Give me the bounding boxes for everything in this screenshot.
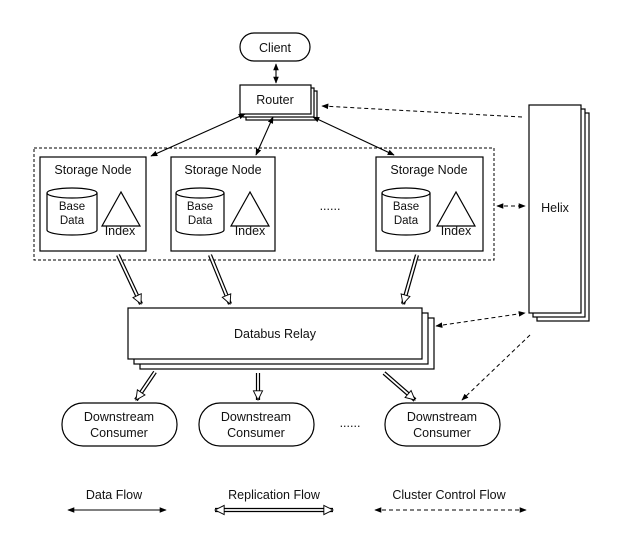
consumer-label-line1: Downstream bbox=[221, 410, 291, 424]
index-triangle bbox=[229, 190, 271, 227]
base-data-cylinder bbox=[175, 187, 225, 236]
downstream-consumer-2: Downstream Consumer bbox=[198, 402, 315, 447]
index-label: Index bbox=[105, 224, 136, 238]
base-data-label-line1: Base bbox=[59, 201, 85, 213]
base-data-label-line1: Base bbox=[393, 201, 419, 213]
storage-node-2: Storage Node Base Data Index bbox=[170, 156, 276, 252]
base-data-cylinder bbox=[46, 187, 98, 236]
router-node: Router bbox=[239, 84, 318, 121]
index-label: Index bbox=[441, 224, 472, 238]
storage-node-label: Storage Node bbox=[184, 163, 261, 177]
base-data-label-line2: Data bbox=[188, 215, 213, 227]
consumer-label-line2: Consumer bbox=[413, 426, 471, 440]
storage-node-label: Storage Node bbox=[390, 163, 467, 177]
consumer-ellipsis: ...... bbox=[340, 416, 361, 430]
downstream-consumer-3: Downstream Consumer bbox=[384, 402, 501, 447]
legend-cluster-control-flow-label: Cluster Control Flow bbox=[392, 488, 506, 502]
consumer-label-line2: Consumer bbox=[90, 426, 148, 440]
index-triangle bbox=[100, 190, 142, 227]
router-storage3-data-flow bbox=[312, 116, 395, 156]
client-label: Client bbox=[259, 41, 291, 55]
downstream-consumer-1: Downstream Consumer bbox=[61, 402, 178, 447]
helix-consumer-control-flow bbox=[461, 334, 531, 401]
base-data-label-line2: Data bbox=[60, 215, 85, 227]
base-data-cylinder bbox=[381, 187, 431, 236]
storage-relay-replication-flows bbox=[116, 254, 420, 304]
base-data-label-line2: Data bbox=[394, 215, 419, 227]
consumer-label-line1: Downstream bbox=[84, 410, 154, 424]
helix-relay-control-flow bbox=[435, 311, 526, 328]
router-storage1-data-flow bbox=[150, 113, 246, 157]
legend-replication-flow-label: Replication Flow bbox=[228, 488, 321, 502]
relay-consumer-replication-flows bbox=[134, 370, 417, 402]
legend: Data Flow Replication Flow Cluster Contr… bbox=[67, 488, 527, 510]
storage-node-label: Storage Node bbox=[54, 163, 131, 177]
index-label: Index bbox=[235, 224, 266, 238]
client-node: Client bbox=[239, 32, 311, 62]
helix-node: Helix bbox=[528, 104, 590, 322]
router-label: Router bbox=[256, 93, 294, 107]
storage-node-3: Storage Node Base Data Index bbox=[375, 156, 484, 252]
helix-label: Helix bbox=[541, 201, 570, 215]
index-triangle bbox=[435, 190, 477, 227]
helix-router-control-flow bbox=[321, 103, 523, 118]
legend-data-flow-label: Data Flow bbox=[86, 488, 143, 502]
storage-node-1: Storage Node Base Data Index bbox=[39, 156, 147, 252]
consumer-label-line1: Downstream bbox=[407, 410, 477, 424]
storage-ellipsis: ...... bbox=[320, 199, 341, 213]
consumer-label-line2: Consumer bbox=[227, 426, 285, 440]
router-storage2-data-flow bbox=[255, 116, 274, 156]
databus-relay-label: Databus Relay bbox=[234, 327, 317, 341]
databus-relay-node: Databus Relay bbox=[127, 307, 435, 370]
base-data-label-line1: Base bbox=[187, 201, 213, 213]
